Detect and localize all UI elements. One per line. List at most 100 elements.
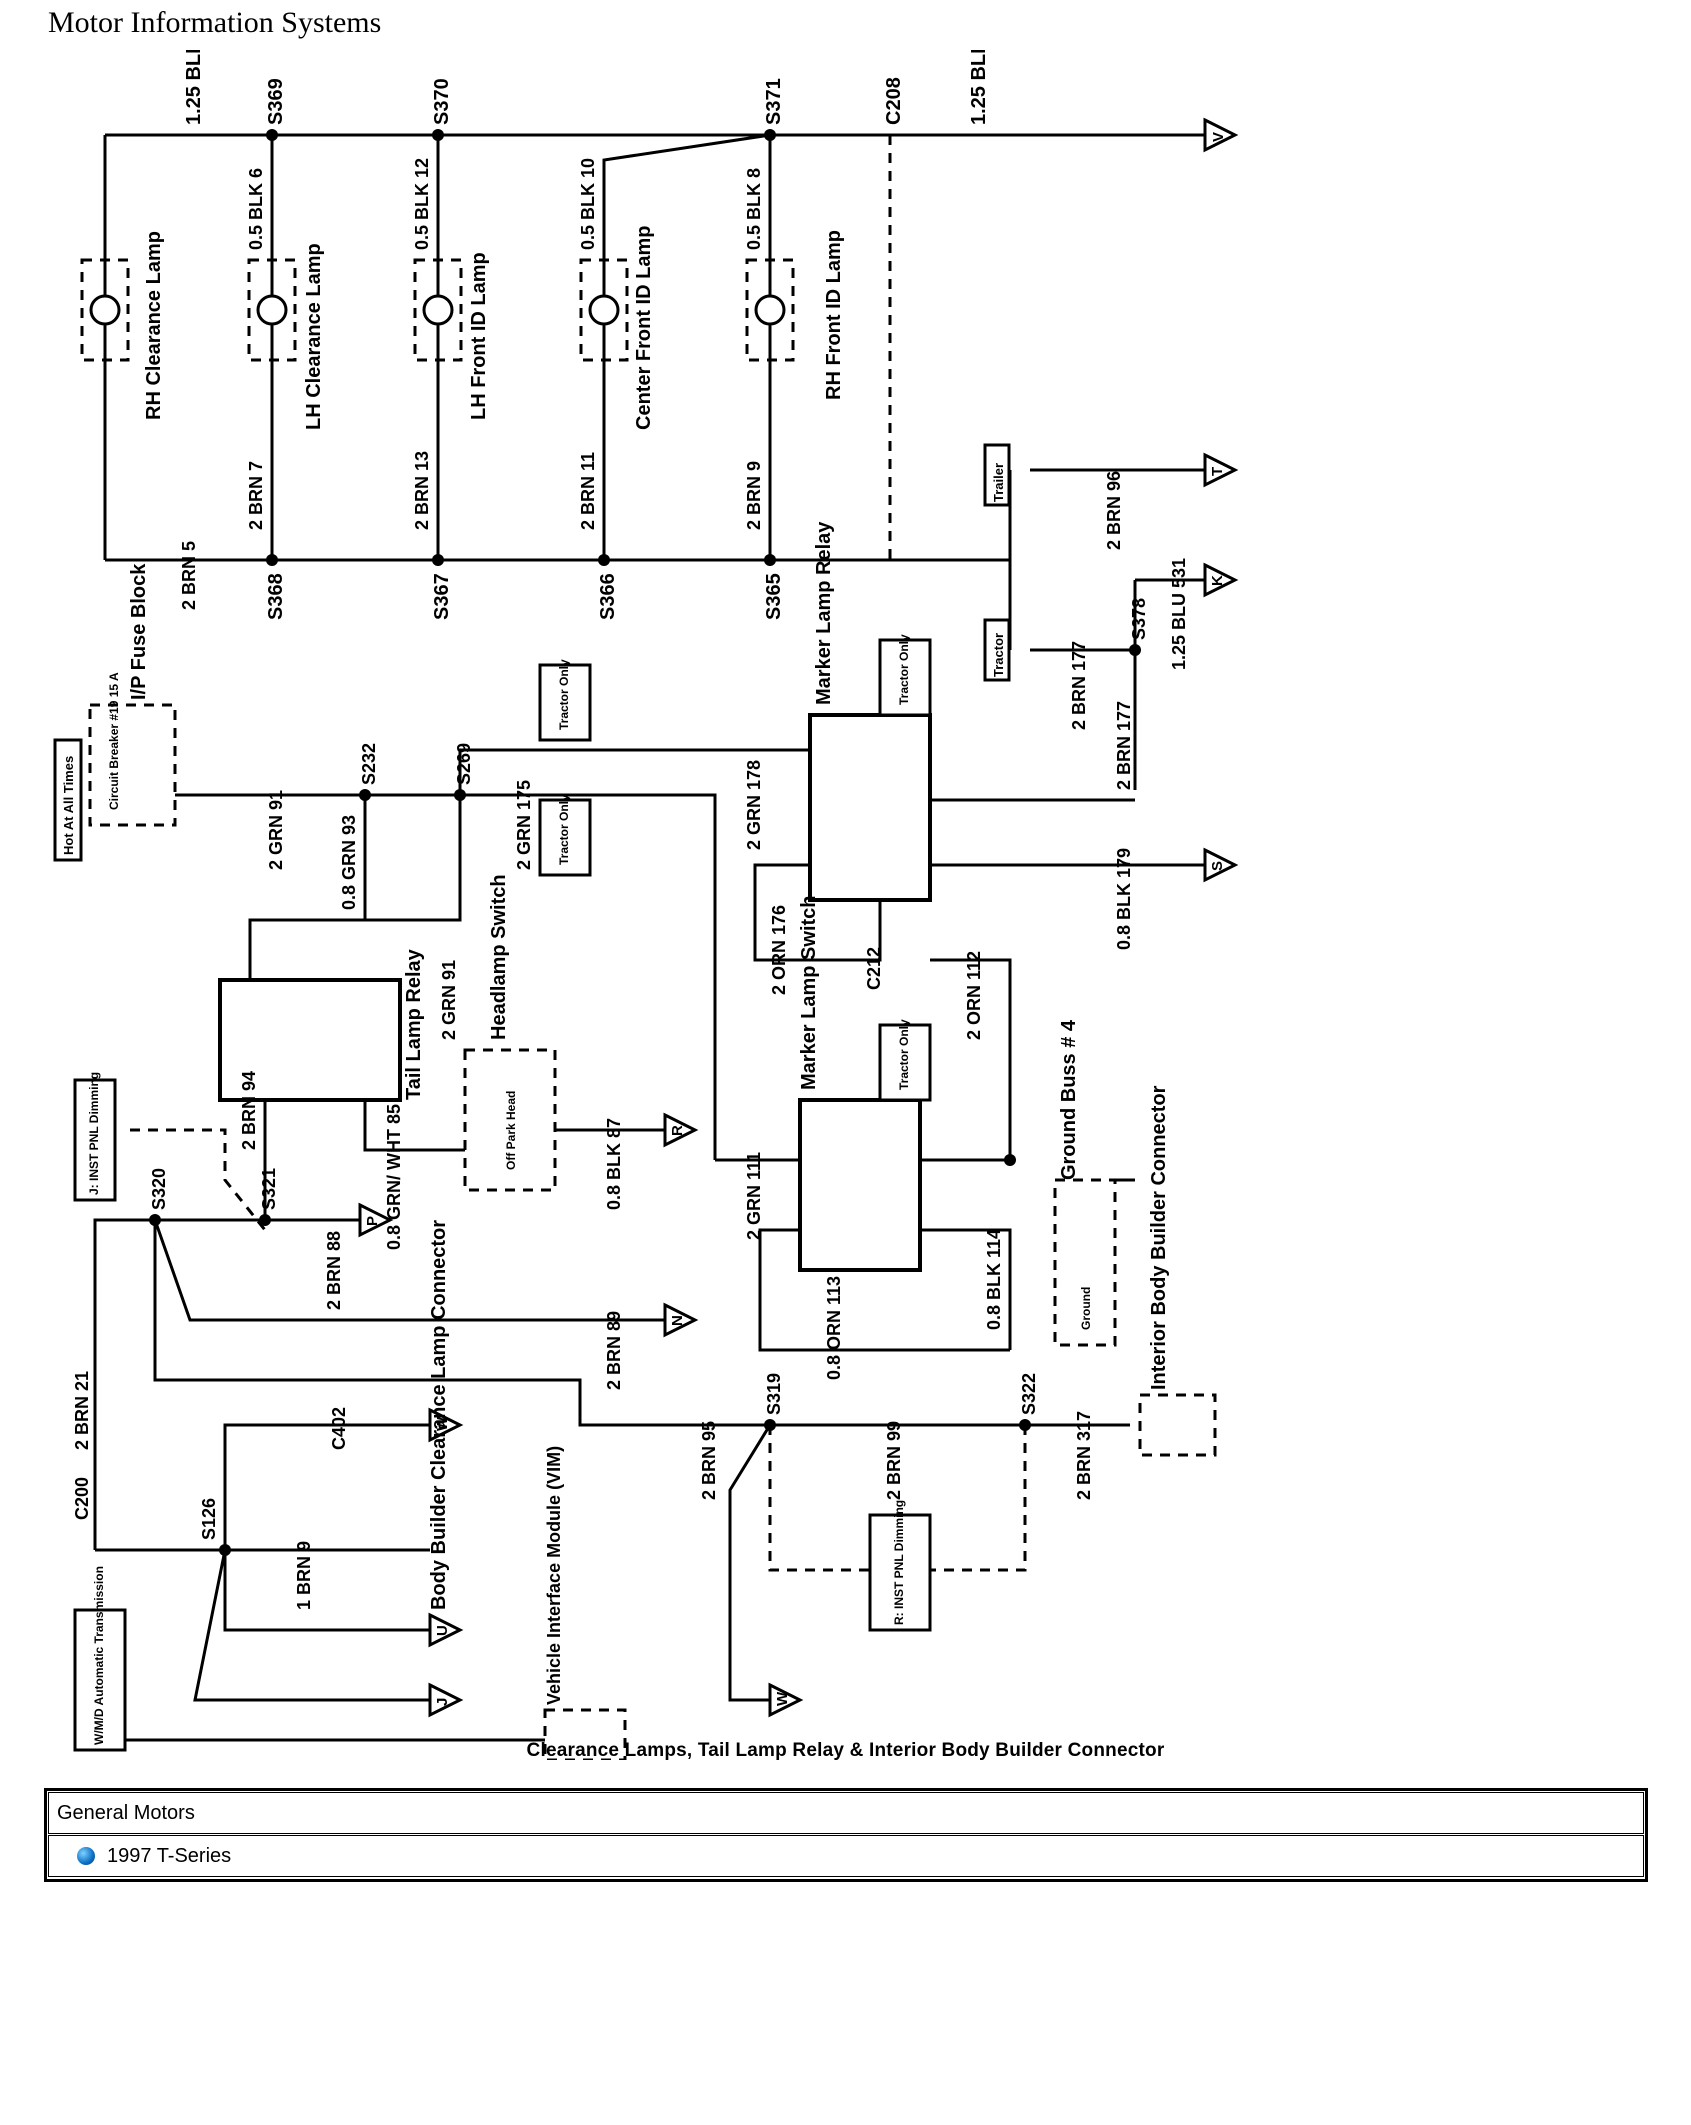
splice-label-s378: S378 xyxy=(1129,598,1149,640)
grnwht85-wire xyxy=(363,1100,465,1152)
lamp-label-rh-clearance: RH Clearance Lamp xyxy=(143,231,165,420)
splice-label-s369: S369 xyxy=(265,78,287,125)
wire-label-blk179: 0.8 BLK 179 xyxy=(1114,848,1134,950)
splice-orn112 xyxy=(1004,1154,1016,1166)
brn94-wire xyxy=(93,1218,360,1550)
wire-label-lh-id-brn: 2 BRN 13 xyxy=(412,451,432,530)
inst-pnl-dimming-j-box xyxy=(73,1078,117,1202)
ref-label-k: K xyxy=(1209,575,1226,586)
ref-arrow-n xyxy=(663,1302,699,1338)
wire-label-top-blk: 1.25 BLK 4 xyxy=(183,50,205,125)
lh-clearance-lamp xyxy=(247,258,297,362)
make-row: General Motors xyxy=(48,1792,1644,1834)
hot-at-all-times-box xyxy=(53,738,83,862)
wire-label-trailer-brn: 2 BRN 96 xyxy=(1104,471,1124,550)
wire-label-brn95: 2 BRN 95 xyxy=(699,1421,719,1500)
rh-front-id-lamp xyxy=(745,258,795,362)
ref-arrow-s xyxy=(1203,847,1239,883)
model-row[interactable]: 1997 T-Series xyxy=(48,1835,1644,1877)
splice-label-s126: S126 xyxy=(199,1498,219,1540)
splice-s368 xyxy=(266,554,278,566)
wire-label-brn88: 2 BRN 88 xyxy=(324,1231,344,1310)
wire-label-grn178: 2 GRN 178 xyxy=(744,760,764,850)
wire-label-c208-blk: 1.25 BLK 25 xyxy=(968,50,990,125)
wire-label-lh-clr-blk: 0.5 BLK 6 xyxy=(246,168,266,250)
splice-label-s367: S367 xyxy=(431,573,453,620)
tractor-only-box-3 xyxy=(878,638,932,717)
ref-label-u: U xyxy=(434,1625,451,1636)
ref-label-v: V xyxy=(1210,132,1227,142)
trailer-box xyxy=(983,443,1011,507)
ref-arrow-v xyxy=(1203,117,1239,153)
splice-label-s321: S321 xyxy=(259,1168,279,1210)
wire-label-orn112: 2 ORN 112 xyxy=(964,951,984,1040)
inst-pnl-dimming-r-box xyxy=(868,1513,932,1632)
marker-lamp-switch xyxy=(798,1098,922,1272)
wire-label-brn99: 2 BRN 99 xyxy=(884,1421,904,1500)
page-title: Motor Information Systems xyxy=(48,6,382,39)
tail-lamp-relay-label: Tail Lamp Relay xyxy=(403,948,425,1100)
lamp-label-lh-clearance: LH Clearance Lamp xyxy=(303,243,325,430)
splice-label-s320: S320 xyxy=(149,1168,169,1210)
lamp-label-rh-front-id: RH Front ID Lamp xyxy=(823,230,845,400)
body-builder-clearance-label: Body Builder Clearance Lamp Connector xyxy=(428,1220,450,1610)
splice-s365 xyxy=(764,554,776,566)
wire-label-orn176: 2 ORN 176 xyxy=(769,905,789,995)
vim-module xyxy=(543,1708,627,1760)
wire-label-s378-brn: 2 BRN 177 xyxy=(1114,701,1134,790)
grn175-wire xyxy=(460,793,717,1160)
ref-arrow-r xyxy=(663,1112,699,1148)
ground-block xyxy=(1053,1178,1117,1347)
wire-label-brn21: 2 BRN 21 xyxy=(72,1371,92,1450)
tractor-only-label-2: Tractor Only xyxy=(557,794,571,865)
diagram-caption: Clearance Lamps, Tail Lamp Relay & Inter… xyxy=(526,1740,1165,1761)
center-id-wire xyxy=(602,133,771,560)
auto-trans-label: W/M/D Automatic Transmission xyxy=(92,1566,106,1745)
wire-label-ctr-id-blk: 0.5 BLK 10 xyxy=(578,158,598,250)
wire-label-brn317: 2 BRN 317 xyxy=(1074,1411,1094,1500)
connector-label-c200: C200 xyxy=(72,1477,92,1520)
ref-label-t: T xyxy=(1209,467,1226,476)
ref-label-r: R xyxy=(669,1125,686,1136)
model-label[interactable]: 1997 T-Series xyxy=(107,1844,232,1867)
bulb-icon xyxy=(256,294,288,326)
blk114-wire xyxy=(920,1228,1012,1350)
wire-label-orn113: 0.8 ORN 113 xyxy=(824,1276,844,1380)
orn176-wire xyxy=(753,863,882,962)
ground-label: Ground xyxy=(1079,1287,1093,1330)
interior-body-builder-connector xyxy=(1138,1393,1217,1457)
wire-label-grn175: 2 GRN 175 xyxy=(514,780,534,870)
fuse-block xyxy=(88,703,177,827)
grn91-tail-relay-wire xyxy=(248,795,462,980)
ref-label-s: S xyxy=(1209,861,1226,871)
tractor-only-label-3: Tractor Only xyxy=(897,634,911,705)
tractor-only-label-1: Tractor Only xyxy=(557,659,571,730)
splice-label-s319: S319 xyxy=(764,1373,784,1415)
wire-label-grn93: 0.8 GRN 93 xyxy=(339,815,359,910)
wire-label-brn89: 2 BRN 89 xyxy=(604,1311,624,1390)
splice-label-s365: S365 xyxy=(763,573,785,620)
splice-label-s322: S322 xyxy=(1019,1373,1039,1415)
vim-label: Vehicle Interface Module (VIM) xyxy=(544,1446,564,1705)
splice-label-s368: S368 xyxy=(265,573,287,620)
ref-label-w2: W xyxy=(774,1691,791,1706)
splice-label-s370: S370 xyxy=(431,78,453,125)
wire-label-rh-brn: 2 BRN 5 xyxy=(179,541,199,610)
wire-label-grn91-b: 2 GRN 91 xyxy=(439,960,459,1040)
ref-label-j: J xyxy=(434,1698,451,1706)
lamp-label-lh-front-id: LH Front ID Lamp xyxy=(468,252,490,420)
wire-label-rh-id-blk: 0.5 BLK 8 xyxy=(744,168,764,250)
connector-label-c212-top: C212 xyxy=(864,947,884,990)
wire-label-blk114: 0.8 BLK 114 xyxy=(984,1229,1004,1330)
ref-arrow-w xyxy=(428,1407,464,1443)
circuit-breaker-label: Circuit Breaker #19 15 A xyxy=(107,672,121,810)
tractor-label: Tractor xyxy=(991,633,1006,677)
switch-positions-label: Off Park Head xyxy=(504,1091,518,1170)
splice-s367 xyxy=(432,554,444,566)
headlamp-switch xyxy=(463,1048,557,1192)
tractor-only-label-4: Tractor Only xyxy=(897,1019,911,1090)
wire-label-blu: 1.25 BLU 531 xyxy=(1169,558,1189,670)
wiring-diagram: V S369 S370 S371 C208 1.25 BLK 25 1.25 B… xyxy=(53,50,1239,1760)
wire-label-rh-id-brn: 2 BRN 9 xyxy=(744,461,764,530)
u-wire xyxy=(223,1550,430,1632)
